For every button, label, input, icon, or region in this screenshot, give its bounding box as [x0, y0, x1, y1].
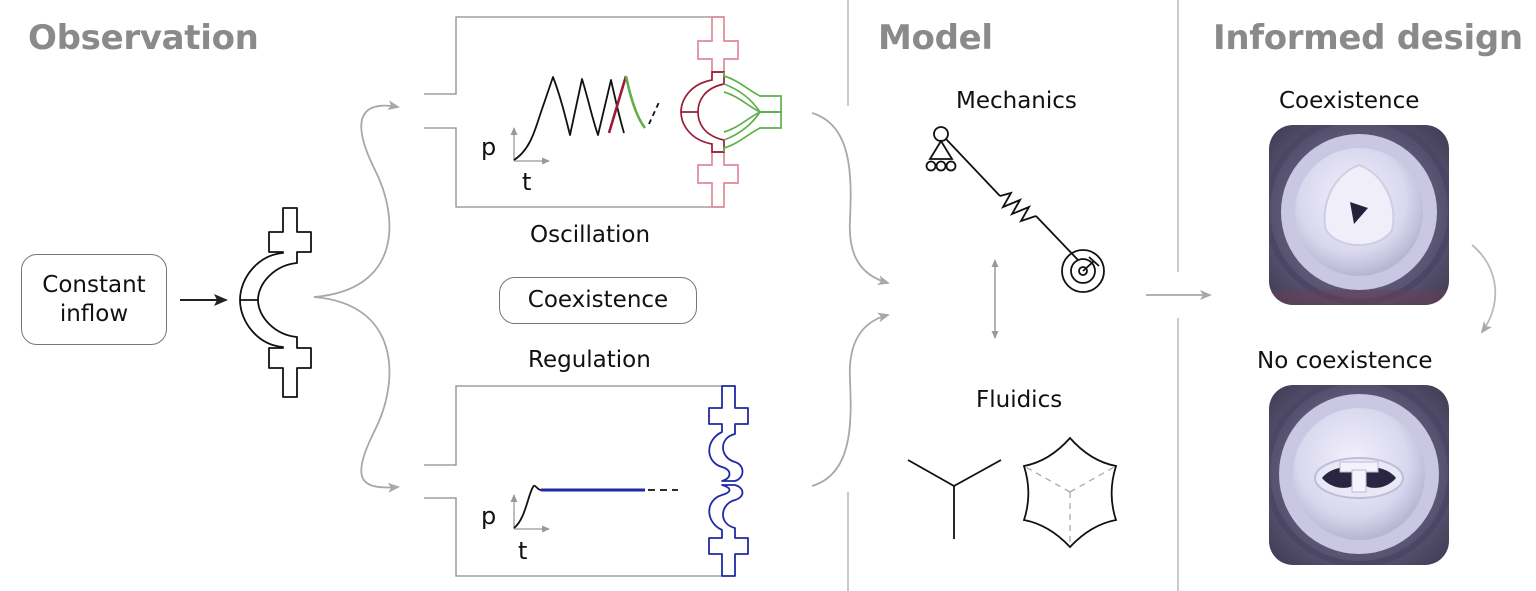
fluidics-hidden-edges	[1023, 465, 1117, 547]
arrow-reg-to-model	[811, 312, 890, 487]
coexistence-pill: Coexistence	[499, 277, 697, 324]
regulation-box	[424, 385, 724, 577]
oscillation-label: Oscillation	[530, 222, 651, 248]
split-arrow-down	[313, 296, 400, 493]
regulation-label: Regulation	[528, 347, 651, 373]
regulating-valve	[708, 385, 749, 577]
regulation-plot	[510, 484, 678, 533]
heading-observation: Observation	[28, 18, 259, 58]
oscillation-box	[424, 16, 724, 208]
design-coexistence-label: Coexistence	[1279, 88, 1420, 114]
fluidics-model	[907, 436, 1118, 549]
regulation-y-axis-label: p	[481, 502, 497, 530]
constant-inflow-box: Constant inflow	[21, 254, 167, 345]
oscillating-valve	[680, 16, 782, 208]
oscillation-y-axis-label: p	[481, 133, 497, 161]
mechanics-model	[925, 126, 1105, 293]
oscillation-plot	[510, 75, 661, 165]
valve-shape	[239, 207, 312, 398]
photo-coexistence	[1269, 125, 1449, 305]
arrow-osc-to-model	[811, 112, 890, 286]
mechanics-label: Mechanics	[956, 88, 1077, 114]
heading-model: Model	[878, 18, 993, 58]
heading-informed-design: Informed design	[1213, 18, 1523, 58]
regulation-x-axis-label: t	[518, 537, 528, 565]
photo-no-coexistence	[1269, 385, 1449, 565]
constant-inflow-line2: inflow	[59, 300, 129, 327]
oscillation-x-axis-label: t	[522, 168, 532, 196]
constant-inflow-line1: Constant	[42, 271, 146, 298]
fluidics-label: Fluidics	[976, 387, 1063, 413]
split-arrow-up	[313, 100, 400, 298]
arrow-coexistence-to-no	[1471, 244, 1497, 334]
design-no-coexistence-label: No coexistence	[1257, 348, 1433, 374]
